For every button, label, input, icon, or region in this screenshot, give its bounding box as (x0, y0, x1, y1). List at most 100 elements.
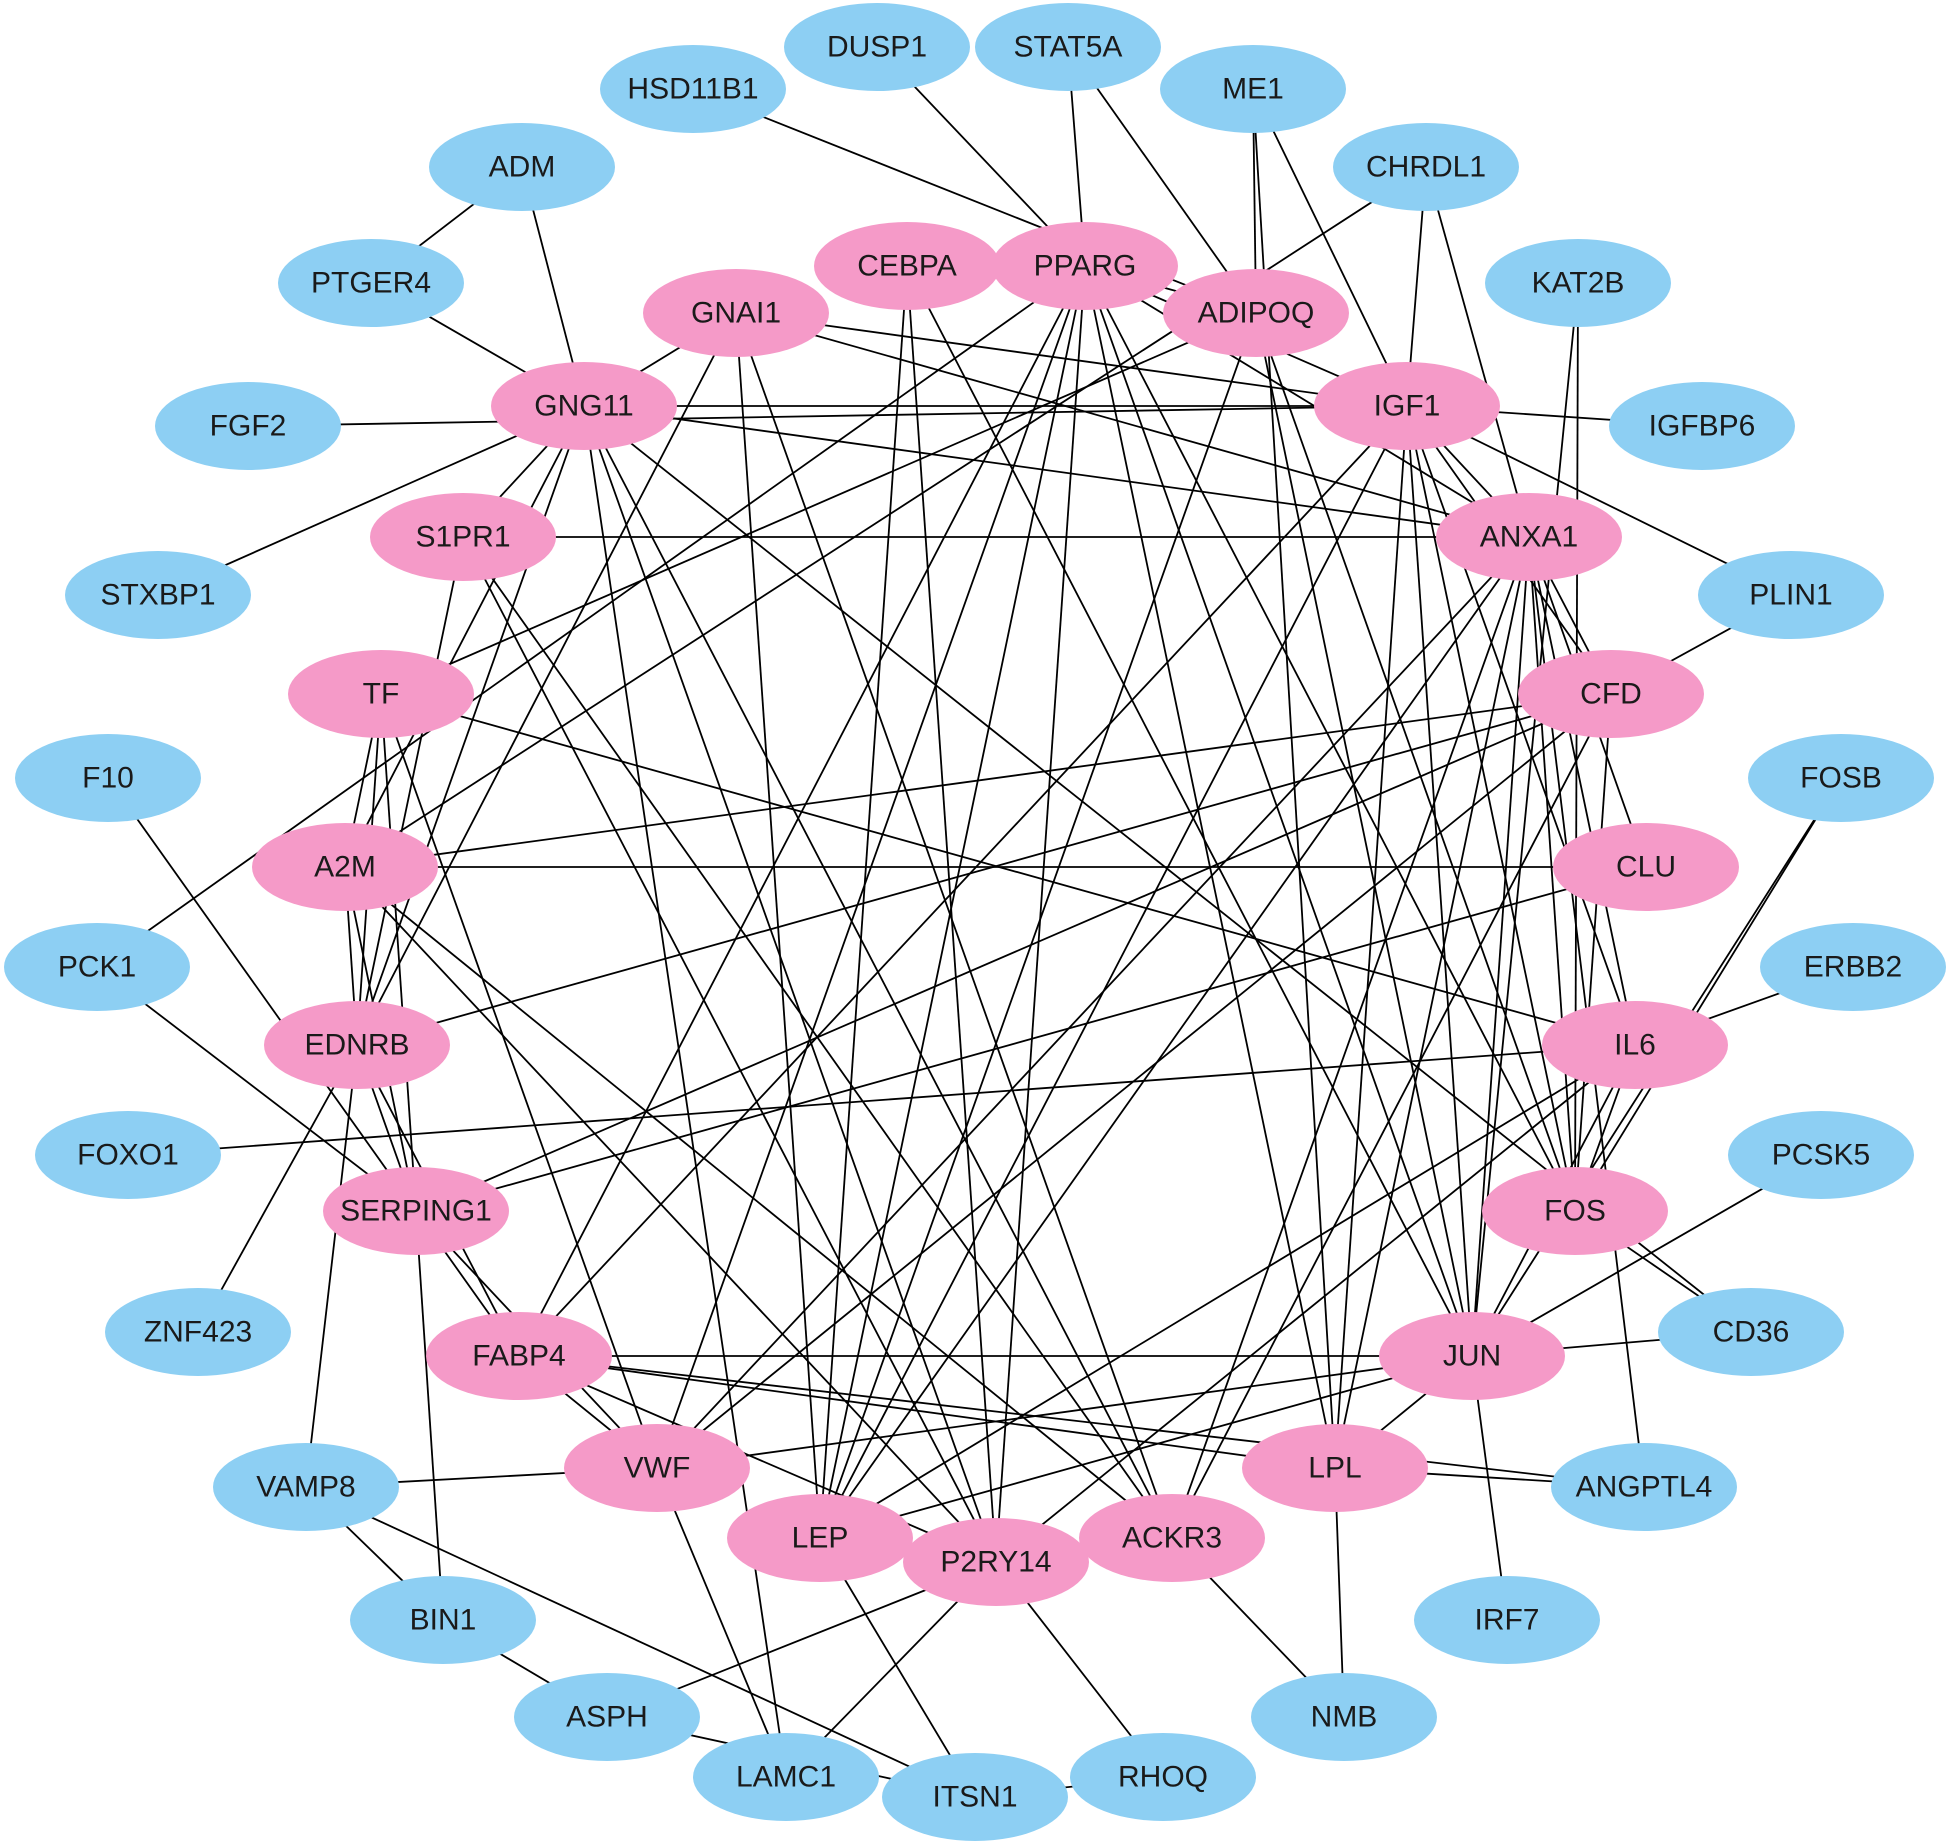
node-ellipse (370, 493, 556, 581)
node-ellipse (814, 222, 1000, 310)
node-label: ADIPOQ (1198, 297, 1315, 330)
node-ednrb: EDNRB (264, 1001, 450, 1089)
node-label: KAT2B (1532, 267, 1625, 300)
node-label: STAT5A (1014, 31, 1123, 64)
node-label: PPARG (1034, 250, 1137, 283)
node-znf423: ZNF423 (105, 1288, 291, 1376)
node-ellipse (1379, 1312, 1565, 1400)
edge-me1-igf1 (1252, 88, 1408, 407)
edge-lpl-pparg (1084, 265, 1336, 1469)
node-ellipse (278, 239, 464, 327)
node-ellipse (727, 1494, 913, 1582)
edge-jun-cebpa (906, 265, 1473, 1357)
edge-vwf-cfd (656, 693, 1612, 1469)
node-label: LAMC1 (736, 1761, 836, 1794)
node-label: ANGPTL4 (1576, 1471, 1713, 1504)
node-label: NMB (1311, 1701, 1378, 1734)
node-ellipse (1482, 1167, 1668, 1255)
edge-jun-igf1 (1406, 405, 1473, 1357)
node-ellipse (1518, 650, 1704, 738)
node-f10: F10 (15, 734, 201, 822)
node-label: PCK1 (58, 951, 136, 984)
node-ellipse (992, 222, 1178, 310)
node-ellipse (643, 269, 829, 357)
edge-p2ry14-il6 (995, 1044, 1636, 1563)
edge-lpl-anxa1 (1334, 536, 1530, 1469)
node-il6: IL6 (1542, 1001, 1728, 1089)
node-chrdl1: CHRDL1 (1333, 123, 1519, 211)
node-ellipse (264, 1001, 450, 1089)
node-label: IGF1 (1374, 390, 1441, 423)
edge-kat2b-jun (1471, 282, 1579, 1357)
edge-tf-vwf (380, 693, 658, 1469)
edge-f10-serping1 (107, 777, 417, 1212)
edge-serping1-clu (415, 866, 1647, 1212)
node-adipoq: ADIPOQ (1163, 269, 1349, 357)
node-fgf2: FGF2 (155, 382, 341, 470)
node-kat2b: KAT2B (1485, 239, 1671, 327)
node-label: PLIN1 (1749, 579, 1832, 612)
node-serping1: SERPING1 (323, 1167, 509, 1255)
edge-lep-igf1 (819, 405, 1408, 1539)
node-ellipse (1242, 1424, 1428, 1512)
node-label: PCSK5 (1772, 1139, 1870, 1172)
edge-il6-igf1 (1406, 405, 1636, 1046)
edge-fos-anxa1 (1528, 536, 1576, 1212)
node-ellipse (1070, 1733, 1256, 1821)
node-ellipse (1728, 1111, 1914, 1199)
node-label: ACKR3 (1122, 1522, 1222, 1555)
node-label: ERBB2 (1804, 951, 1902, 984)
node-ptger4: PTGER4 (278, 239, 464, 327)
edge-gng11-ednrb (356, 405, 585, 1046)
node-a2m: A2M (252, 823, 438, 911)
node-stat5a: STAT5A (975, 3, 1161, 91)
node-ellipse (1698, 551, 1884, 639)
node-label: STXBP1 (100, 579, 215, 612)
edge-igf1-gnai1 (735, 312, 1408, 407)
edge-gnai1-anxa1 (735, 312, 1530, 538)
node-label: F10 (82, 762, 134, 795)
node-ellipse (426, 1312, 612, 1400)
node-label: ANXA1 (1480, 521, 1578, 554)
node-ellipse (693, 1733, 879, 1821)
edge-vamp8-ednrb (305, 1044, 358, 1488)
node-vwf: VWF (564, 1424, 750, 1512)
node-lpl: LPL (1242, 1424, 1428, 1512)
node-dusp1: DUSP1 (784, 3, 970, 91)
edge-fos-cfd (1574, 693, 1612, 1212)
node-label: ASPH (566, 1701, 648, 1734)
node-label: BIN1 (410, 1604, 477, 1637)
edge-a2m-p2ry14 (344, 866, 997, 1563)
edge-s1pr1-p2ry14 (462, 536, 997, 1563)
node-ellipse (564, 1424, 750, 1512)
node-ellipse (35, 1111, 221, 1199)
edge-vamp8-itsn1 (305, 1486, 976, 1798)
node-ellipse (491, 362, 677, 450)
node-label: ADM (489, 151, 556, 184)
node-label: FOS (1544, 1195, 1606, 1228)
node-me1: ME1 (1160, 45, 1346, 133)
node-cfd: CFD (1518, 650, 1704, 738)
node-tf: TF (288, 650, 474, 738)
node-igfbp6: IGFBP6 (1609, 382, 1795, 470)
edge-irf7-jun (1471, 1355, 1508, 1621)
edge-jun-adipoq (1255, 312, 1473, 1357)
edge-foxo1-il6 (127, 1044, 1636, 1156)
node-ellipse (1251, 1673, 1437, 1761)
node-label: JUN (1443, 1340, 1501, 1373)
node-pcsk5: PCSK5 (1728, 1111, 1914, 1199)
node-label: CEBPA (857, 250, 956, 283)
edge-fos-pparg (1084, 265, 1576, 1212)
node-label: FGF2 (210, 410, 287, 443)
node-label: FOXO1 (77, 1139, 179, 1172)
edge-lamc1-vwf (656, 1467, 787, 1778)
edge-vwf-jun (656, 1355, 1473, 1469)
node-nmb: NMB (1251, 1673, 1437, 1761)
node-bin1: BIN1 (350, 1576, 536, 1664)
node-fosb: FOSB (1748, 734, 1934, 822)
node-label: IL6 (1614, 1029, 1656, 1062)
node-ellipse (1551, 1443, 1737, 1531)
node-label: DUSP1 (827, 31, 927, 64)
node-label: ME1 (1222, 73, 1284, 106)
edge-fgf2-igf1 (247, 405, 1408, 427)
